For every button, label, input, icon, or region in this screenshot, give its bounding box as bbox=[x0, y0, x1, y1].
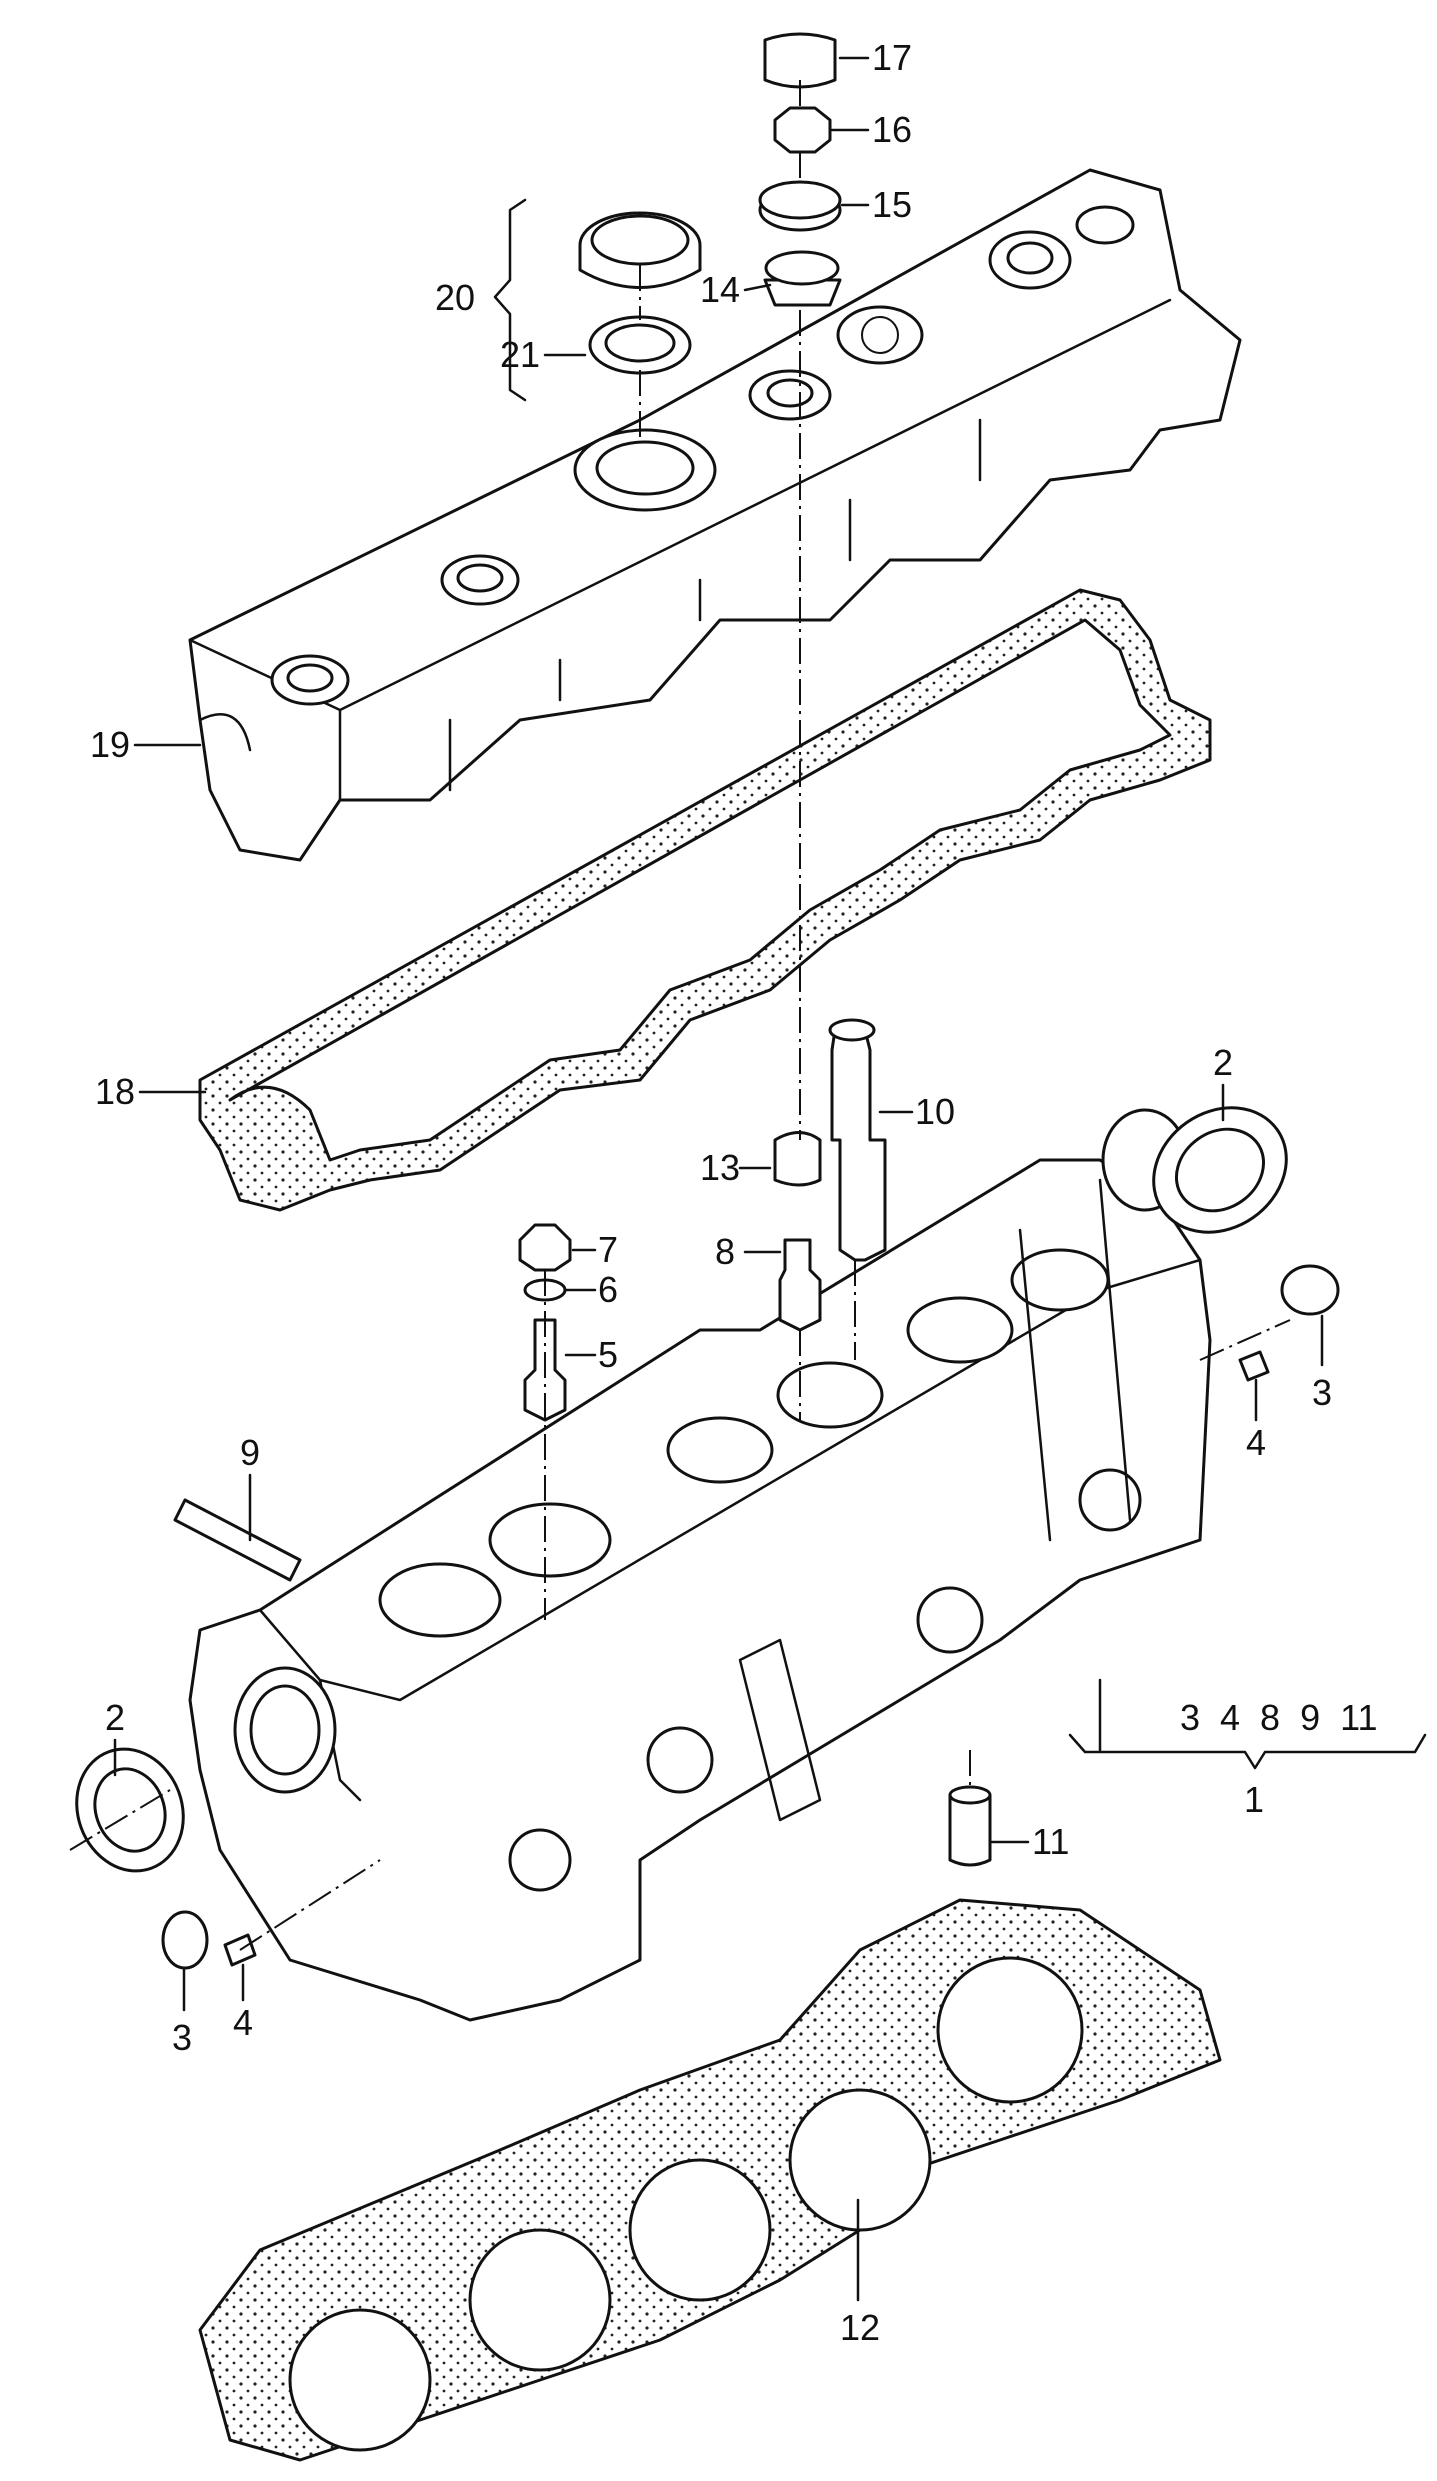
callout-3-right: 3 bbox=[1312, 1372, 1332, 1413]
plug-3-right bbox=[1280, 1264, 1340, 1316]
callout-13: 13 bbox=[700, 1147, 740, 1188]
cap-13 bbox=[773, 1131, 822, 1187]
callout-10: 10 bbox=[915, 1091, 955, 1132]
cap-17 bbox=[763, 32, 837, 89]
vw-logo-icon bbox=[836, 305, 924, 365]
pin-4-right bbox=[1238, 1350, 1270, 1382]
valve-cover bbox=[188, 168, 1242, 862]
callout-15: 15 bbox=[872, 184, 912, 225]
callout-12: 12 bbox=[840, 2307, 880, 2348]
sleeve-11 bbox=[948, 1785, 992, 1867]
bolt-10 bbox=[828, 1018, 887, 1262]
callout-11: 11 bbox=[1032, 1821, 1069, 1862]
callout-17: 17 bbox=[872, 37, 912, 78]
callout-2-right: 2 bbox=[1213, 1042, 1233, 1083]
plug-3-left bbox=[161, 1910, 209, 1970]
callout-20: 20 bbox=[435, 277, 475, 318]
stud-9 bbox=[173, 1498, 302, 1582]
leader-lines bbox=[113, 56, 1427, 2302]
callout-8: 8 bbox=[715, 1231, 735, 1272]
grommet-14 bbox=[763, 250, 842, 307]
callout-7: 7 bbox=[598, 1229, 618, 1270]
nut-16 bbox=[773, 106, 832, 154]
nut-7 bbox=[518, 1223, 572, 1272]
filler-cap-seal bbox=[588, 315, 692, 375]
head-gasket bbox=[198, 1898, 1222, 2462]
callout-21: 21 bbox=[500, 334, 540, 375]
washer-15 bbox=[758, 180, 842, 232]
callout-4-left: 4 bbox=[233, 2002, 253, 2043]
callout-9: 9 bbox=[240, 1432, 260, 1473]
group-1-member-list: 3 4 8 9 11 bbox=[1180, 1697, 1377, 1738]
callout-16: 16 bbox=[872, 109, 912, 150]
callout-4-right: 4 bbox=[1246, 1422, 1266, 1463]
callout-labels: 17 16 15 14 20 21 19 18 10 13 8 7 6 5 9 … bbox=[90, 37, 1377, 2348]
callout-6: 6 bbox=[598, 1269, 618, 1310]
callout-14: 14 bbox=[700, 269, 740, 310]
callout-19: 19 bbox=[90, 724, 130, 765]
cylinder-head bbox=[188, 1108, 1212, 2022]
callout-2-left: 2 bbox=[105, 1697, 125, 1738]
stud-8 bbox=[778, 1238, 822, 1332]
callout-5: 5 bbox=[598, 1334, 618, 1375]
callout-18: 18 bbox=[95, 1071, 135, 1112]
callout-1: 1 bbox=[1244, 1779, 1264, 1820]
camshaft-seal-left bbox=[75, 1747, 185, 1873]
callout-3-left: 3 bbox=[172, 2017, 192, 2058]
valve-cover-gasket bbox=[198, 588, 1212, 1212]
camshaft-seal-right bbox=[1152, 1106, 1288, 1234]
